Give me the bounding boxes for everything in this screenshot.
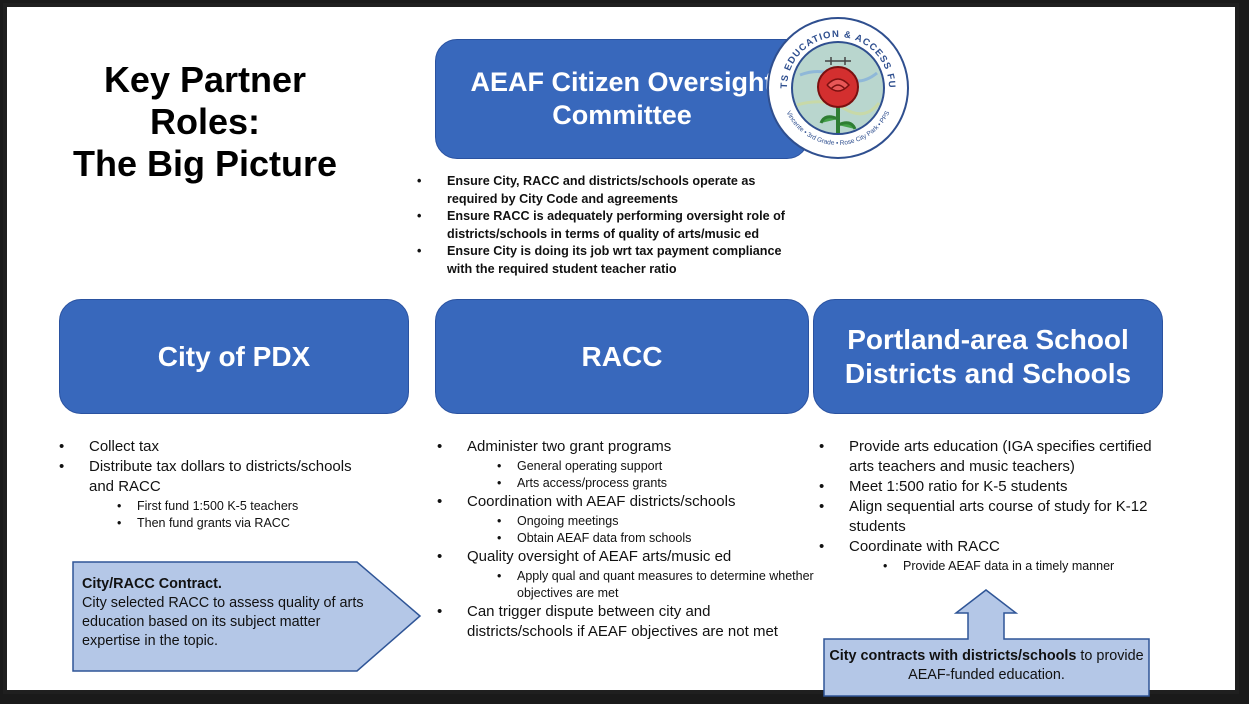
list-item-text: Collect tax [89,438,160,455]
list-item: Quality oversight of AEAF arts/music ed … [437,547,817,602]
list-item-text: Coordination with AEAF districts/schools [467,493,736,510]
list-item-text: Quality oversight of AEAF arts/music ed [467,548,732,565]
city-of-pdx-label: City of PDX [157,340,311,372]
sub-list-item: Provide AEAF data in a timely manner [849,558,1159,575]
aeaf-logo: ARTS EDUCATION & ACCESS FUND Vincente • … [761,7,911,161]
list-item-text: Can trigger dispute between city and dis… [467,603,778,640]
list-item: Administer two grant programs General op… [437,437,817,492]
list-item: Distribute tax dollars to districts/scho… [59,457,379,532]
sub-list-item: General operating support [467,458,817,475]
sub-list-item: First fund 1:500 K-5 teachers [89,498,379,515]
district-contract-rest: to provide AEAF-funded education. [908,648,1144,683]
list-item-text: Coordinate with RACC [849,538,1000,555]
sub-list-item: Arts access/process grants [467,475,817,492]
oversight-bullet: Ensure City is doing its job wrt tax pay… [417,243,807,278]
racc-roles: Administer two grant programs General op… [437,437,817,642]
city-racc-contract-callout: City/RACC Contract. City selected RACC t… [72,561,422,672]
title-line-2: The Big Picture [72,143,338,184]
title-line-1: Key Partner Roles: [103,59,307,142]
district-contract-bold: City contracts with districts/schools [829,648,1077,664]
oversight-committee-box: AEAF Citizen Oversight Committee [435,39,809,159]
school-districts-label: Portland-area School Districts and Schoo… [844,323,1132,389]
slide-title: Key Partner Roles: The Big Picture [45,59,365,185]
list-item: Collect tax [59,437,379,457]
list-item-text: Align sequential arts course of study fo… [849,498,1148,535]
sub-list-item: Then fund grants via RACC [89,515,379,532]
city-roles: Collect tax Distribute tax dollars to di… [59,437,379,532]
oversight-bullets: Ensure City, RACC and districts/schools … [417,173,807,278]
list-item: Align sequential arts course of study fo… [819,497,1159,537]
list-item: Coordination with AEAF districts/schools… [437,492,817,547]
sub-list-item: Ongoing meetings [467,513,817,530]
list-item-text: Provide arts education (IGA specifies ce… [849,438,1152,475]
list-item: Meet 1:500 ratio for K-5 students [819,477,1159,497]
racc-label: RACC [581,340,663,372]
list-item: Coordinate with RACC Provide AEAF data i… [819,537,1159,575]
oversight-committee-label: AEAF Citizen Oversight Committee [470,67,774,130]
racc-box: RACC [435,299,809,414]
city-of-pdx-box: City of PDX [59,299,409,414]
school-districts-box: Portland-area School Districts and Schoo… [813,299,1163,414]
list-item: Can trigger dispute between city and dis… [437,602,817,642]
slide: Key Partner Roles: The Big Picture AEAF … [3,3,1239,697]
list-item-text: Distribute tax dollars to districts/scho… [89,458,352,495]
oversight-bullet: Ensure City, RACC and districts/schools … [417,173,807,208]
list-item-text: Meet 1:500 ratio for K-5 students [849,478,1068,495]
sub-list-item: Apply qual and quant measures to determi… [467,568,817,602]
schools-roles: Provide arts education (IGA specifies ce… [819,437,1159,575]
list-item-text: Administer two grant programs [467,438,672,455]
contract-heading: City/RACC Contract. [82,576,222,592]
sub-list-item: Obtain AEAF data from schools [467,530,817,547]
contract-body: City selected RACC to assess quality of … [82,595,364,649]
district-contract-callout: City contracts with districts/schools to… [823,589,1150,697]
list-item: Provide arts education (IGA specifies ce… [819,437,1159,477]
oversight-bullet: Ensure RACC is adequately performing ove… [417,208,807,243]
